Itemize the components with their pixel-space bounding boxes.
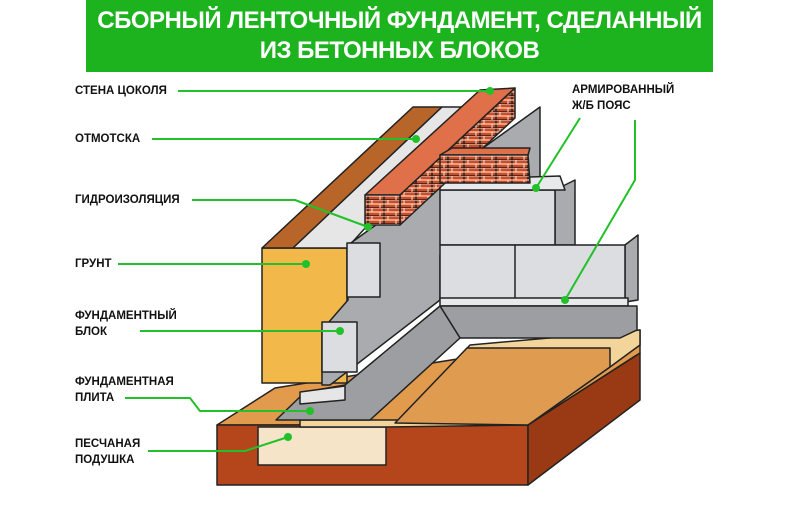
title-line-2: ИЗ БЕТОННЫХ БЛОКОВ bbox=[259, 37, 540, 64]
left-end-block bbox=[321, 321, 358, 373]
diagram-title: СБОРНЫЙ ЛЕНТОЧНЫЙ ФУНДАМЕНТ, СДЕЛАННЫЙ И… bbox=[86, 0, 713, 72]
right-lower-block bbox=[439, 244, 626, 301]
leader-dots bbox=[284, 87, 569, 441]
label-line: ПЛИТА bbox=[75, 392, 115, 404]
label-foundation-slab: ФУНДАМЕНТНАЯ ПЛИТА bbox=[75, 374, 174, 406]
label-reinforced-belt: АРМИРОВАННЫЙ Ж/Б ПОЯС bbox=[572, 82, 674, 114]
label-line: ФУНДАМЕНТНАЯ bbox=[75, 376, 174, 388]
belt-lower bbox=[439, 297, 629, 307]
right-lower-block-side bbox=[624, 234, 639, 303]
brick-cross-top bbox=[439, 147, 531, 156]
right-upper-block bbox=[439, 189, 556, 246]
brick-cross-front bbox=[439, 154, 531, 184]
label-line: АРМИРОВАННЫЙ bbox=[572, 84, 675, 96]
leader-lines bbox=[118, 90, 636, 452]
label-foundation-block: ФУНДАМЕНТНЫЙ БЛОК bbox=[75, 308, 177, 340]
label-line: Ж/Б ПОЯС bbox=[572, 100, 631, 112]
sand-cushion bbox=[257, 426, 387, 466]
upper-end-block bbox=[346, 242, 381, 298]
label-line: ФУНДАМЕНТНЫЙ bbox=[75, 310, 177, 322]
title-line-1: СБОРНЫЙ ЛЕНТОЧНЫЙ ФУНДАМЕНТ, СДЕЛАННЫЙ bbox=[97, 7, 702, 34]
label-plinth-wall: СТЕНА ЦОКОЛЯ bbox=[75, 85, 167, 97]
label-sand-cushion: ПЕСЧАНАЯ ПОДУШКА bbox=[75, 436, 140, 468]
base-side bbox=[527, 352, 641, 486]
label-soil: ГРУНТ bbox=[75, 258, 112, 270]
label-line: ПЕСЧАНАЯ bbox=[75, 438, 141, 450]
label-line: ПОДУШКА bbox=[75, 454, 135, 466]
plate-end bbox=[299, 385, 346, 405]
right-slab bbox=[439, 305, 638, 339]
label-blind-area: ОТМОТСКА bbox=[75, 133, 141, 145]
label-waterproofing: ГИДРОИЗОЛЯЦИЯ bbox=[75, 194, 180, 206]
pit-floor bbox=[394, 347, 611, 426]
brick-wall-end bbox=[364, 194, 401, 226]
label-line: БЛОК bbox=[75, 326, 108, 338]
